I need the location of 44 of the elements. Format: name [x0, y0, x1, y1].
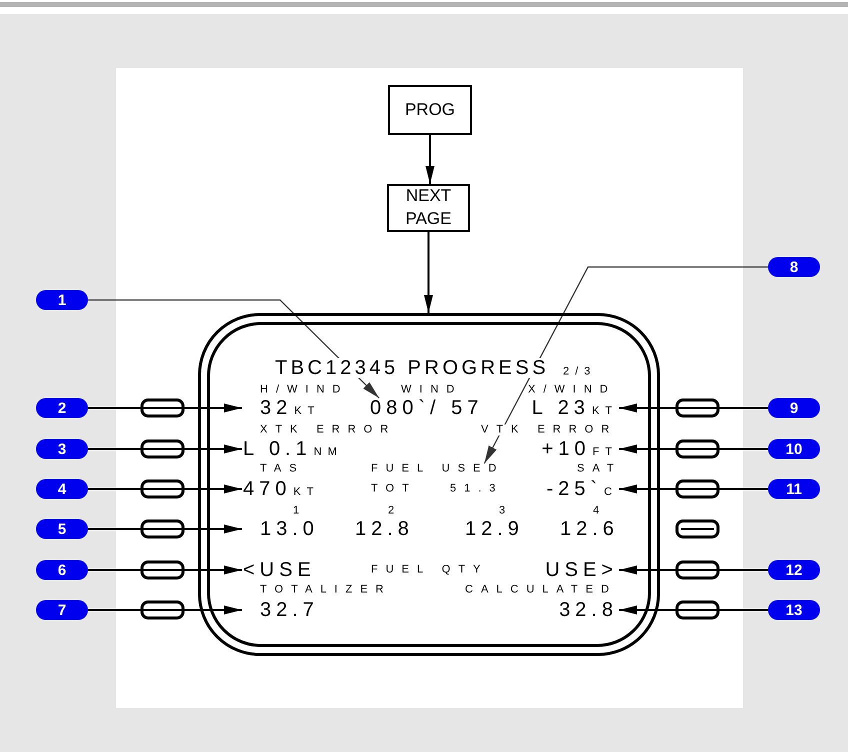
callout-number: 8	[768, 257, 820, 277]
display-value: USE>	[545, 560, 618, 580]
display-value: L 23 KT	[532, 398, 618, 418]
arrow	[88, 524, 242, 534]
arrow	[88, 404, 242, 412]
arrow	[88, 444, 242, 454]
display-value: 32 KT	[243, 398, 320, 418]
callout-number: 3	[36, 439, 88, 459]
arrow	[619, 606, 768, 614]
display-value: FUEL USED	[371, 464, 504, 474]
callout-number: 4	[36, 479, 88, 499]
display-screen	[198, 313, 660, 656]
leader-line	[484, 266, 768, 464]
callout-number: 12	[768, 560, 820, 580]
callout-number: 5	[36, 519, 88, 539]
callout-number: 6	[36, 560, 88, 580]
display-value: L 0.1 NM	[243, 439, 343, 459]
callout-number: 2	[36, 398, 88, 418]
arrow	[88, 566, 242, 574]
display-value: -25`C	[546, 479, 618, 499]
arrow	[619, 444, 768, 454]
display-value: <USE	[243, 560, 316, 580]
callout-number: 1	[36, 290, 88, 310]
arrow	[88, 484, 242, 494]
display-value: 13.0	[243, 519, 319, 539]
arrow	[619, 404, 768, 412]
callout-number: 10	[768, 439, 820, 459]
arrow	[619, 484, 768, 494]
display-value: 32.7	[243, 600, 319, 620]
callout-number: 7	[36, 600, 88, 620]
arrow	[88, 606, 242, 614]
display-value: 32.8	[559, 600, 618, 620]
display-value: 080`/ 57	[370, 398, 484, 418]
callout-number: 9	[768, 398, 820, 418]
display-value: 470 KT	[243, 479, 320, 499]
key-box: PROG	[388, 85, 472, 135]
callout-number: 11	[768, 479, 820, 499]
arrow	[424, 232, 433, 313]
callout-number: 13	[768, 600, 820, 620]
display-value: +10 FT	[542, 439, 618, 459]
arrow	[619, 566, 768, 574]
arrow	[426, 135, 434, 184]
leader-line	[88, 299, 380, 398]
key-box: NEXT PAGE	[387, 184, 470, 232]
